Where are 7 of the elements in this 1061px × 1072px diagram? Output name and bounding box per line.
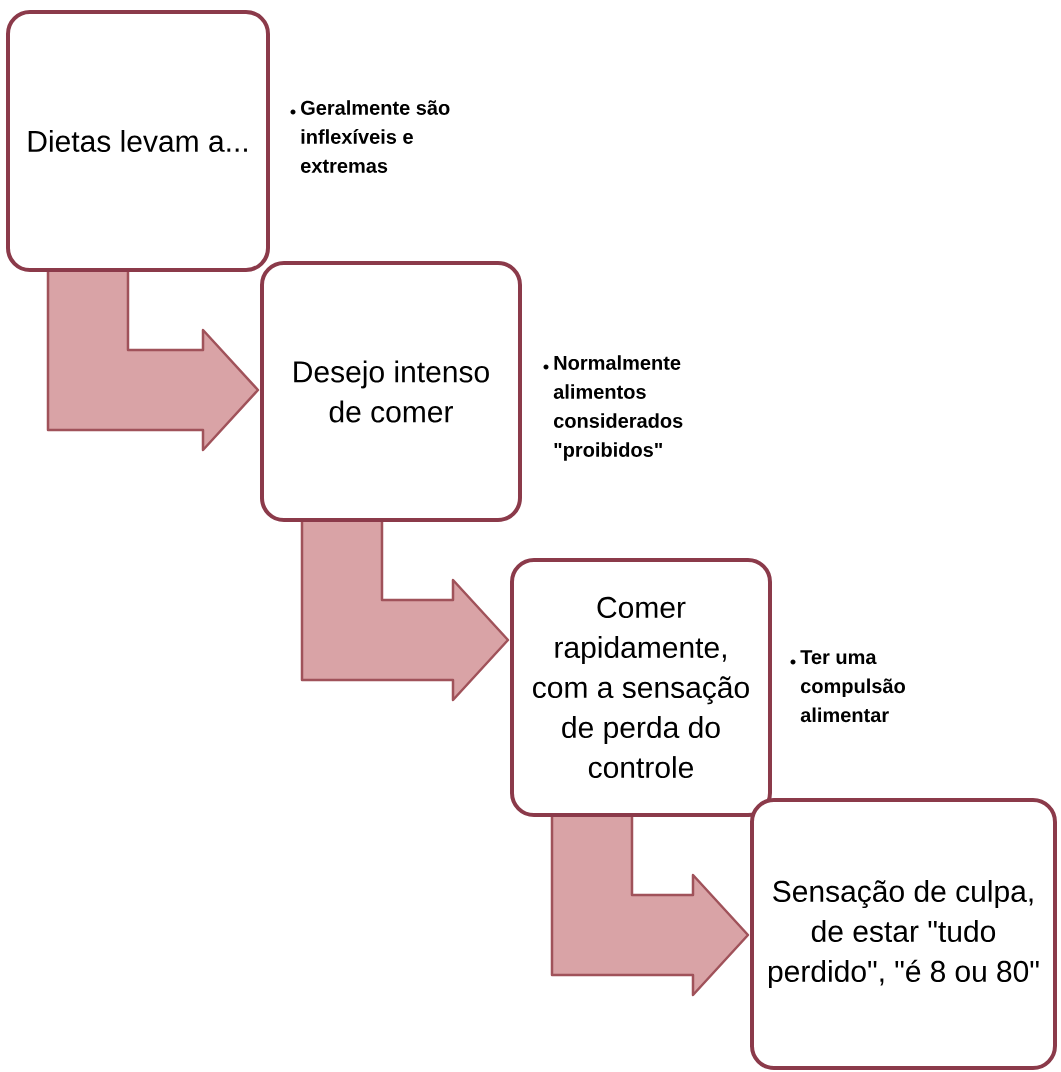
rounded-box: Sensação de culpa, de estar "tudo perdido", "é 8 ou 80" bbox=[750, 798, 1057, 1070]
note-text: Geralmente são inflexíveis e extremas bbox=[301, 100, 450, 173]
rounded-box: Dietas levam a... bbox=[6, 10, 270, 272]
rounded-box: Desejo intenso de comer bbox=[260, 261, 522, 522]
rounded-box: Comer rapidamente, com a sensação de perda do controle bbox=[510, 558, 772, 817]
note-text: Normalmente alimentos considerados "proibidos" bbox=[553, 355, 683, 461]
note-text: Ter uma compulsão alimentar bbox=[800, 650, 905, 723]
